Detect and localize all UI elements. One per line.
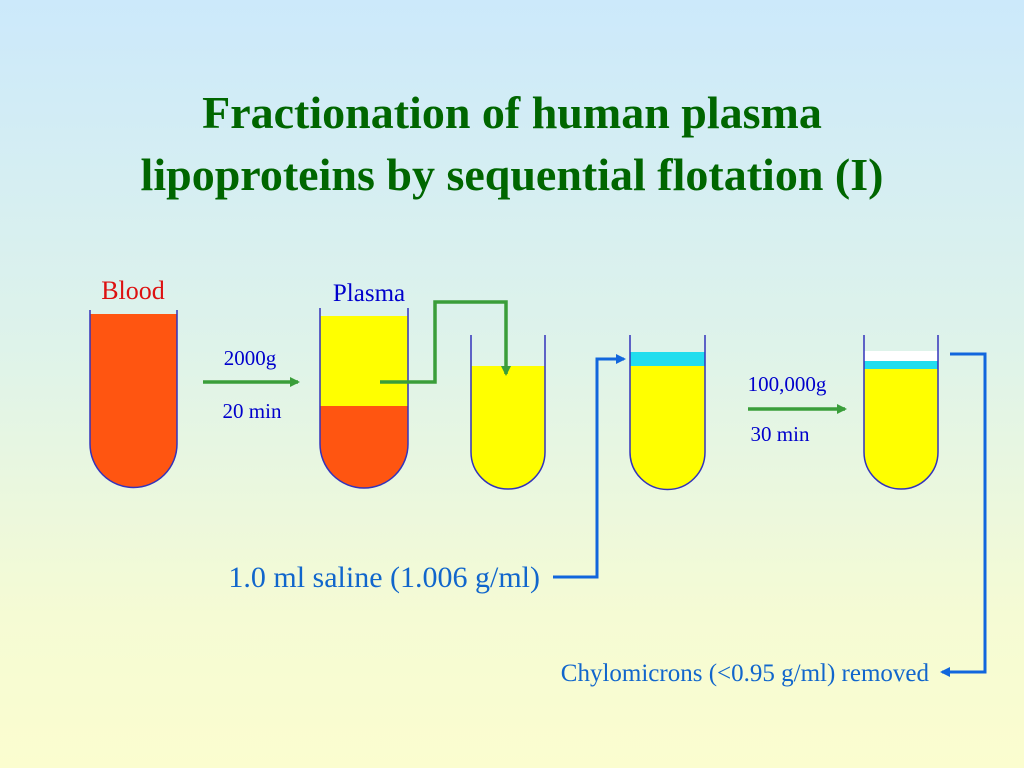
tube-plasma-fill xyxy=(471,366,545,489)
label-saline: 1.0 ml saline (1.006 g/ml) xyxy=(228,561,540,594)
tube-saline-plasma xyxy=(630,366,705,490)
arrow-saline-addition xyxy=(553,354,626,579)
tube-separated xyxy=(319,308,409,489)
tube-ultra-clear-layer xyxy=(864,351,938,361)
label-plasma: Plasma xyxy=(333,280,405,307)
tube-saline-outline xyxy=(629,335,706,491)
tube-blood-fill xyxy=(90,314,177,488)
tube-ultra-outline xyxy=(863,335,939,490)
label-blood: Blood xyxy=(101,276,165,305)
label-chylomicrons-removed: Chylomicrons (<0.95 g/ml) removed xyxy=(561,660,930,687)
tube-saline-overlay xyxy=(629,335,706,491)
tube-separated-outline xyxy=(319,308,409,489)
arrow-chylomicron-removal xyxy=(940,352,987,677)
label-step2-force: 100,000g xyxy=(748,372,827,396)
tube-blood xyxy=(89,310,178,489)
tube-ultracentrifuged xyxy=(863,335,939,490)
tube-saline-layer xyxy=(630,352,705,366)
tube-plasma xyxy=(470,335,546,490)
tube-ultra-plasma xyxy=(864,369,938,489)
arrow-transfer-plasma xyxy=(380,300,511,384)
tube-blood-outline xyxy=(89,310,178,489)
title-line-1: Fractionation of human plasma xyxy=(202,87,822,138)
tube-ultra-chylo-layer xyxy=(864,361,938,369)
slide-title: Fractionation of human plasma lipoprotei… xyxy=(0,82,1024,206)
title-line-2: lipoproteins by sequential flotation (I) xyxy=(140,149,884,200)
label-step1-time: 20 min xyxy=(223,399,282,423)
tube-separated-plasma xyxy=(320,316,408,406)
tube-plasma-outline xyxy=(470,335,546,490)
label-step1-force: 2000g xyxy=(224,346,277,370)
tube-separated-cells xyxy=(320,406,408,488)
label-step2-time: 30 min xyxy=(751,422,810,446)
